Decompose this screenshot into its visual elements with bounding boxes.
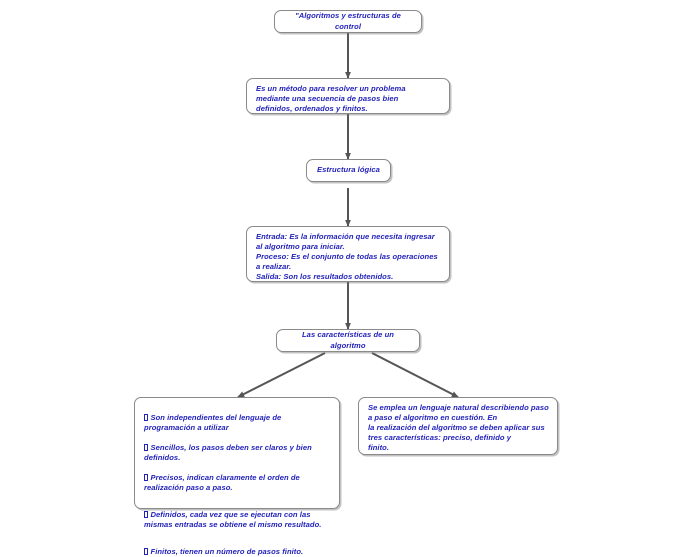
list-spacer	[144, 493, 331, 500]
bullet-box-icon	[144, 444, 148, 451]
connector-caracteristicas-to-lista	[237, 352, 326, 398]
list-spacer	[144, 530, 331, 537]
bullet-box-icon	[144, 548, 148, 555]
list-item-text: Sencillos, los pasos deben ser claros y …	[144, 443, 312, 463]
node-estructura-logica[interactable]: Estructura lógica	[306, 159, 391, 182]
node-lenguaje-natural[interactable]: Se emplea un lenguaje natural describien…	[358, 397, 558, 455]
diagram-canvas: "Algoritmos y estructuras de control Es …	[134, 10, 558, 557]
node-lenguaje-natural-line1: Se emplea un lenguaje natural describien…	[368, 403, 549, 423]
node-partes-salida: Salida: Son los resultados obtenidos.	[256, 272, 394, 282]
node-caracteristicas-label: Las características de un algoritmo	[301, 330, 394, 350]
list-item: Finitos, tienen un número de pasos finit…	[144, 537, 331, 557]
list-item-text: Finitos, tienen un número de pasos finit…	[150, 547, 304, 557]
node-lenguaje-natural-line2: la realización del algoritmo se deben ap…	[368, 423, 545, 443]
list-item-text: Precisos, indican claramente el orden de…	[144, 473, 300, 493]
node-partes-algoritmo[interactable]: Entrada: Es la información que necesita …	[246, 226, 450, 282]
node-partes-entrada: Entrada: Es la información que necesita …	[256, 232, 435, 252]
list-item: Precisos, indican claramente el orden de…	[144, 463, 331, 493]
bullet-box-icon	[144, 474, 148, 481]
node-lista-caracteristicas[interactable]: Son independientes del lenguaje de progr…	[134, 397, 340, 556]
node-lenguaje-natural-line3: finito.	[368, 443, 390, 453]
node-root[interactable]: "Algoritmos y estructuras de control	[274, 10, 422, 33]
list-item: Son independientes del lenguaje de progr…	[144, 403, 331, 433]
node-definition-line1: Es un método para resolver un problema m…	[256, 84, 406, 104]
node-estructura-logica-label: Estructura lógica	[317, 165, 380, 175]
list-item-text: Son independientes del lenguaje de progr…	[144, 413, 282, 433]
node-definition[interactable]: Es un método para resolver un problema m…	[246, 78, 450, 114]
list-item: Definidos, cada vez que se ejecutan con …	[144, 500, 331, 530]
connector-caracteristicas-to-lenguaje	[371, 352, 459, 398]
node-caracteristicas[interactable]: Las características de un algoritmo	[276, 329, 420, 352]
bullet-box-icon	[144, 511, 148, 518]
list-item: Sencillos, los pasos deben ser claros y …	[144, 433, 331, 463]
bullet-box-icon	[144, 414, 148, 421]
node-root-label: "Algoritmos y estructuras de control	[295, 11, 401, 31]
node-definition-line2: definidos, ordenados y finitos.	[256, 104, 368, 114]
node-partes-proceso: Proceso: Es el conjunto de todas las ope…	[256, 252, 438, 272]
